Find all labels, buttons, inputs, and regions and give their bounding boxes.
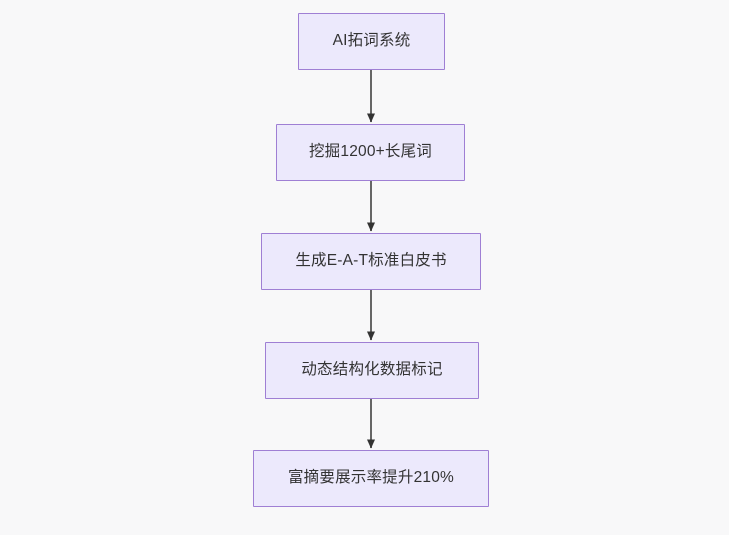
flow-node-ai-keyword-system[interactable]: AI拓词系统 (298, 13, 445, 70)
flow-node-label: AI拓词系统 (332, 32, 411, 50)
flow-node-label: 动态结构化数据标记 (301, 361, 443, 379)
flow-node-label: 挖掘1200+长尾词 (308, 143, 433, 161)
flow-node-rich-snippet-impression-uplift[interactable]: 富摘要展示率提升210% (253, 450, 489, 507)
flow-node-generate-eat-whitepaper[interactable]: 生成E-A-T标准白皮书 (261, 233, 481, 290)
flow-node-label: 富摘要展示率提升210% (287, 469, 455, 487)
flow-node-label: 生成E-A-T标准白皮书 (295, 252, 447, 270)
flow-node-dynamic-structured-data-markup[interactable]: 动态结构化数据标记 (265, 342, 479, 399)
flow-node-mine-longtail-keywords[interactable]: 挖掘1200+长尾词 (276, 124, 465, 181)
